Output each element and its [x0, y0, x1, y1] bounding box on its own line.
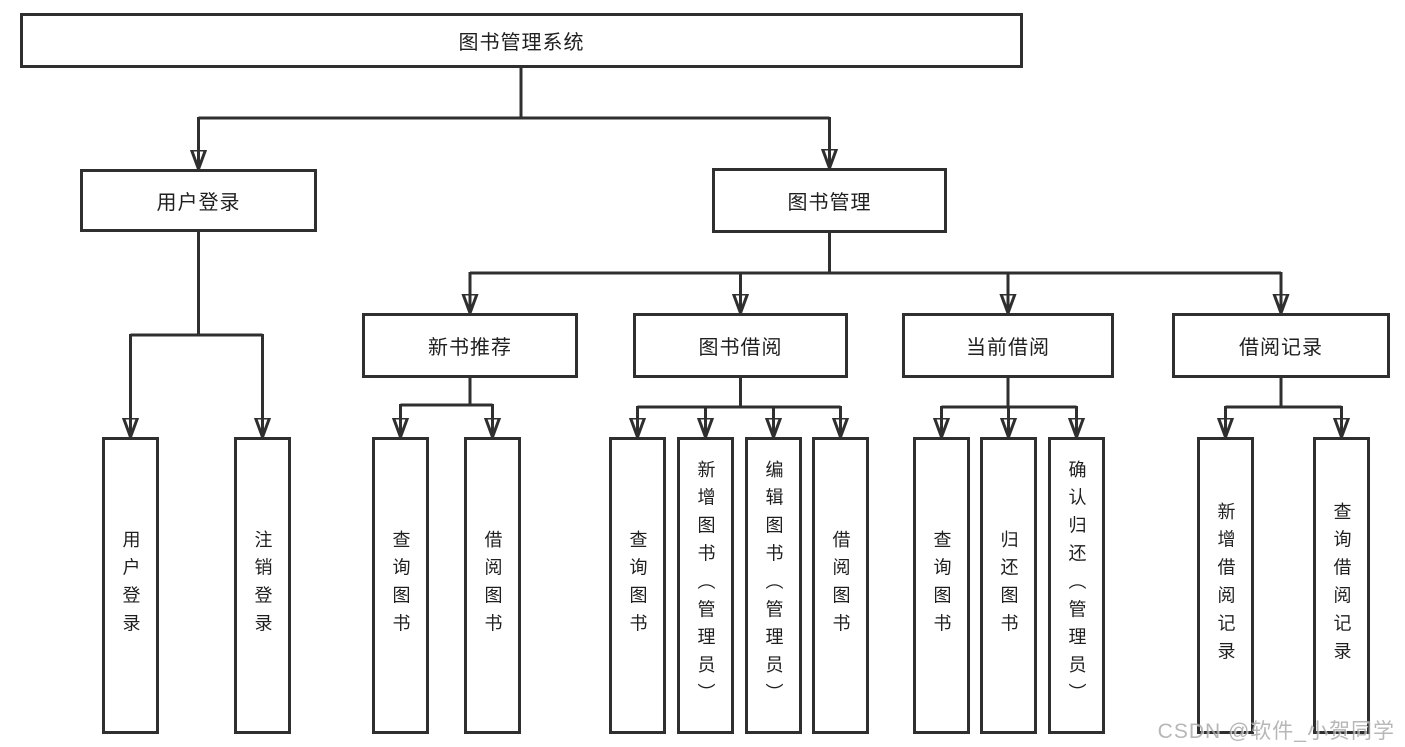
leaf-edit-books-admin: 编辑图书（管理员） — [745, 437, 802, 734]
connector-user-login-to-leaves — [131, 232, 263, 437]
node-current-borrowing: 当前借阅 — [902, 313, 1114, 378]
node-user-login: 用户登录 — [80, 169, 317, 232]
leaf-confirm-return-admin: 确认归还（管理员） — [1048, 437, 1105, 734]
leaf-borrow-books-recommend: 借阅图书 — [464, 437, 521, 734]
connector-root-to-level2 — [199, 68, 830, 169]
node-book-management: 图书管理 — [712, 168, 947, 233]
leaf-user-login: 用户登录 — [102, 437, 159, 734]
connector-borrow-records-to-leaves — [1226, 378, 1342, 437]
connector-book-management-to-level3 — [470, 233, 1281, 313]
leaf-add-borrow-record: 新增借阅记录 — [1197, 437, 1254, 734]
leaf-return-books: 归还图书 — [980, 437, 1037, 734]
leaf-query-books-borrowing: 查询图书 — [609, 437, 666, 734]
leaf-borrow-books-borrowing: 借阅图书 — [812, 437, 869, 734]
node-borrow-records: 借阅记录 — [1172, 313, 1390, 378]
connector-book-borrowing-to-leaves — [638, 378, 841, 437]
connector-current-borrowing-to-leaves — [942, 378, 1077, 437]
leaf-query-books-current: 查询图书 — [913, 437, 970, 734]
leaf-logout: 注销登录 — [234, 437, 291, 734]
node-root-library-management-system: 图书管理系统 — [20, 13, 1023, 68]
leaf-query-books-recommend: 查询图书 — [372, 437, 429, 734]
node-book-borrowing: 图书借阅 — [633, 313, 848, 378]
csdn-watermark: CSDN @软件_小贺同学 — [1157, 720, 1395, 743]
node-new-book-recommend: 新书推荐 — [362, 313, 578, 378]
connector-new-book-recommend-to-leaves — [401, 378, 493, 437]
leaf-add-books-admin: 新增图书（管理员） — [677, 437, 734, 734]
leaf-query-borrow-record: 查询借阅记录 — [1313, 437, 1370, 734]
